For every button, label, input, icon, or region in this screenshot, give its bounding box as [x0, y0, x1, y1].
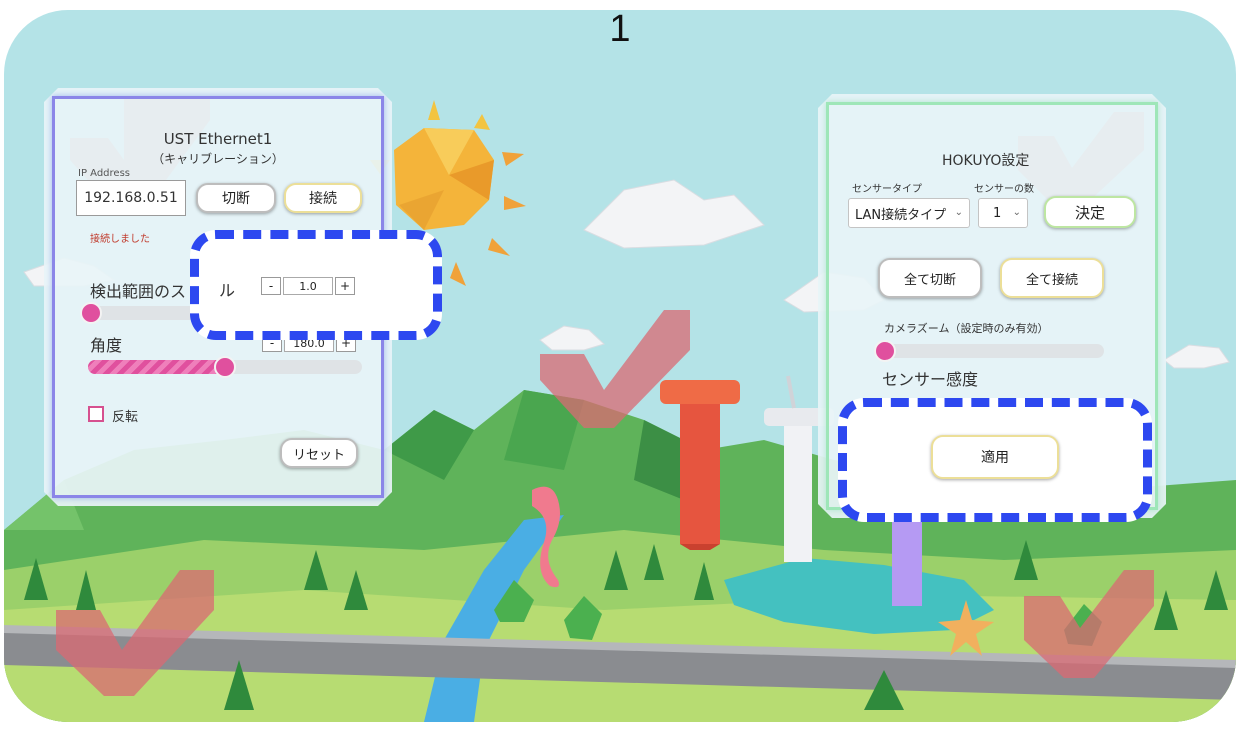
page-number: 1	[609, 8, 631, 50]
sensor-count-value: 1	[993, 205, 1002, 221]
tower-white	[764, 375, 834, 562]
angle-label: 角度	[90, 336, 123, 355]
chevron-down-icon: ⌄	[1012, 207, 1021, 218]
tower-purple	[892, 510, 922, 606]
sensitivity-label: センサー感度	[882, 370, 979, 389]
scale-label: 検出範囲のス	[90, 282, 187, 301]
scale-stepper-highlight: ル - 1.0 +	[190, 230, 442, 340]
chevron-down-icon: ⌄	[954, 207, 963, 218]
sensor-count-label: センサーの数	[974, 184, 1034, 195]
ip-address-label: IP Address	[78, 168, 130, 179]
sensor-type-label: センサータイプ	[852, 184, 922, 195]
status-message: 接続しました	[90, 234, 150, 245]
tower-red	[660, 380, 740, 550]
ip-address-input[interactable]: 192.168.0.51	[76, 180, 186, 216]
starfish-icon	[938, 600, 994, 656]
sensor-type-select[interactable]: LAN接続タイプ ⌄	[848, 198, 970, 228]
disconnect-all-button[interactable]: 全て切断	[878, 258, 982, 298]
zoom-slider[interactable]	[874, 344, 1104, 358]
panel-title: UST Ethernet1	[163, 130, 273, 148]
zoom-slider-thumb[interactable]	[874, 340, 896, 362]
panel-subtitle: （キャリブレーション）	[152, 152, 284, 166]
scale-slider-thumb[interactable]	[80, 302, 102, 324]
angle-slider-thumb[interactable]	[214, 356, 236, 378]
sensor-count-select[interactable]: 1 ⌄	[978, 198, 1028, 228]
sensor-type-value: LAN接続タイプ	[855, 207, 947, 223]
zoom-label: カメラズーム（設定時のみ有効）	[884, 322, 1049, 335]
sun-icon	[370, 100, 526, 286]
decide-button[interactable]: 決定	[1044, 196, 1136, 228]
scale-plus-button[interactable]: +	[335, 277, 355, 295]
scale-value[interactable]: 1.0	[283, 277, 333, 295]
apply-button[interactable]: 適用	[931, 435, 1059, 479]
reset-button[interactable]: リセット	[280, 438, 358, 468]
angle-slider-fill	[88, 360, 225, 374]
invert-checkbox[interactable]	[88, 406, 104, 422]
seahorse-icon	[532, 486, 560, 588]
connect-button[interactable]: 接続	[284, 183, 362, 213]
scale-minus-button[interactable]: -	[261, 277, 281, 295]
invert-label: 反転	[112, 410, 139, 425]
panel-title: HOKUYO設定	[942, 153, 1030, 169]
disconnect-button[interactable]: 切断	[196, 183, 276, 213]
connect-all-button[interactable]: 全て接続	[1000, 258, 1104, 298]
scale-label-tail: ル	[219, 281, 236, 300]
apply-button-highlight: 適用	[838, 398, 1152, 522]
